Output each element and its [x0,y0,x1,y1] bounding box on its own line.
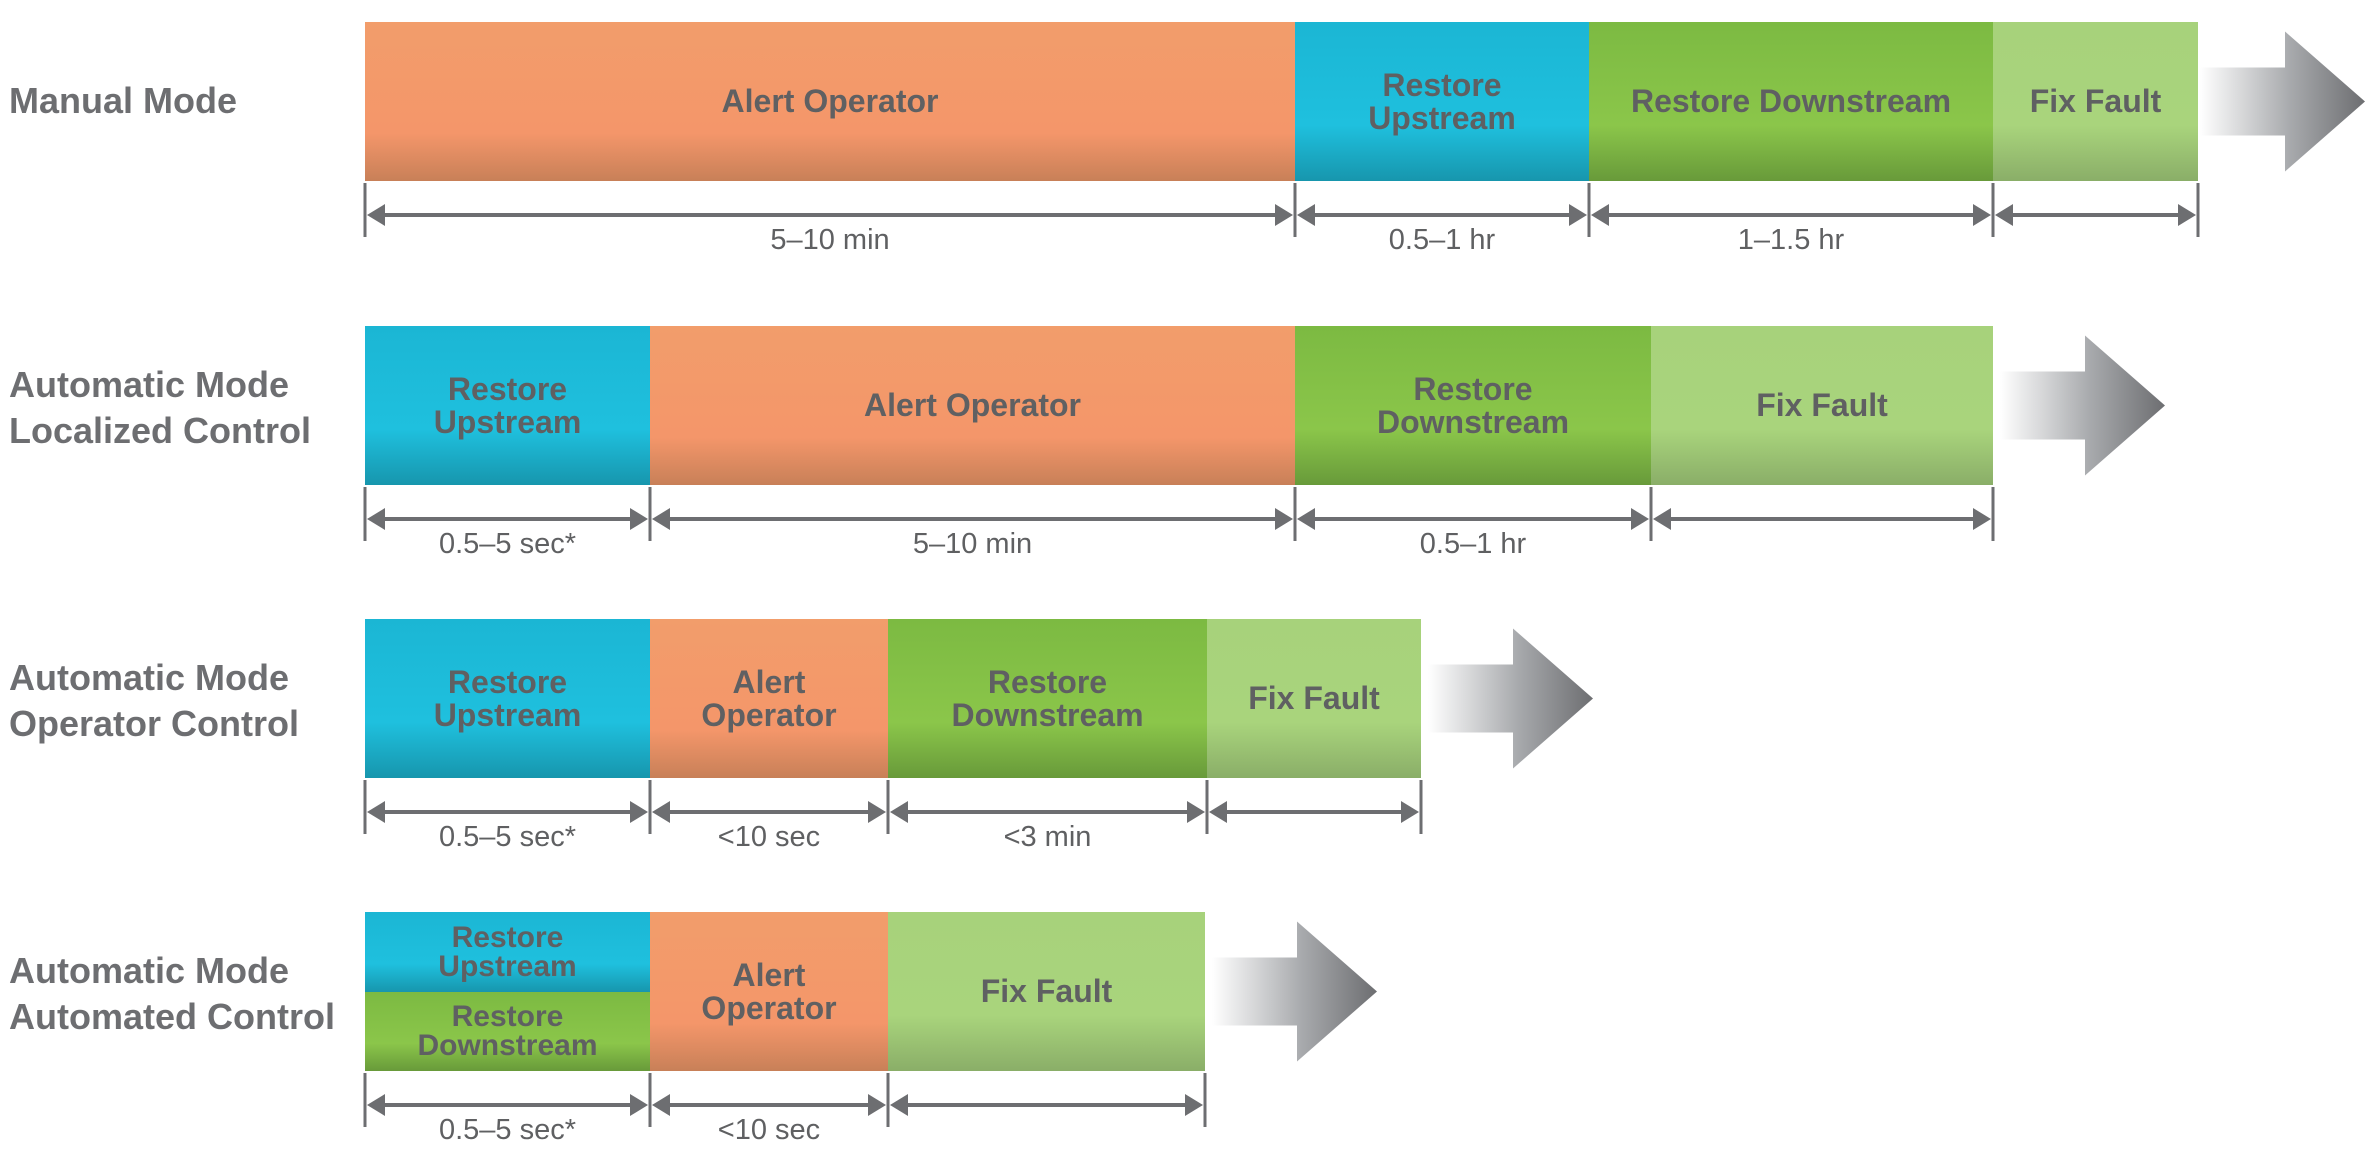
alert-operator-block: Alert Operator [365,22,1295,181]
duration-label: <3 min [1003,821,1092,853]
duration-label: 5–10 min [770,224,890,256]
restore-upstream-block: Restore Upstream [1295,22,1589,181]
mode-label-line: Automated Control [9,996,335,1037]
dimension-arrow [367,1094,648,1116]
mode-label-line: Automatic Mode [9,950,290,991]
restore-downstream-block: Restore Downstream [365,991,650,1071]
dimension-arrow [652,1094,886,1116]
dimension-arrow [1995,204,2196,226]
dimension-arrow [652,508,1293,530]
mode-label-line: Manual Mode [9,80,238,121]
mode-label: Manual Mode [9,78,349,124]
mode-label-line: Automatic Mode [9,364,290,405]
progress-arrow-icon [2000,335,2165,476]
restore-downstream-block: Restore Downstream [1295,326,1651,485]
duration-label: 0.5–1 hr [1419,528,1527,560]
dimension-arrow [890,1094,1203,1116]
fix-fault-block: Fix Fault [1993,22,2198,181]
duration-label: 0.5–5 sec* [438,821,577,853]
alert-operator-block: Alert Operator [650,912,888,1071]
mode-label-line: Operator Control [9,703,300,744]
restore-downstream-block: Restore Downstream [888,619,1207,778]
dimension-arrow [1297,508,1649,530]
alert-operator-block: Alert Operator [650,619,888,778]
duration-label: 0.5–5 sec* [438,1114,577,1146]
duration-label: 5–10 min [912,528,1033,560]
progress-arrow-icon [1428,628,1593,769]
mode-label-line: Automatic Mode [9,657,290,698]
alert-operator-block: Alert Operator [650,326,1295,485]
duration-label: 0.5–1 hr [1388,224,1496,256]
duration-label: <10 sec [717,1114,821,1146]
fix-fault-block: Fix Fault [1207,619,1421,778]
dimension-arrow [1591,204,1991,226]
duration-label: <10 sec [717,821,821,853]
restore-upstream-block: Restore Upstream [365,326,650,485]
progress-arrow-icon [1212,921,1377,1062]
dimension-arrow [1209,801,1419,823]
duration-label: 0.5–5 sec* [438,528,577,560]
dimension-arrow [367,204,1293,226]
dimension-arrow [1653,508,1991,530]
dimension-arrow [367,508,648,530]
fix-fault-block: Fix Fault [1651,326,1993,485]
duration-label: 1–1.5 hr [1737,224,1845,256]
mode-label-line: Localized Control [9,410,312,451]
restore-downstream-block: Restore Downstream [1589,22,1993,181]
dimension-arrow [1297,204,1587,226]
dimension-arrow [367,801,648,823]
dimension-arrow [652,801,886,823]
dimension-arrow [890,801,1205,823]
progress-arrow-icon [2200,31,2365,172]
restore-upstream-block: Restore Upstream [365,619,650,778]
fix-fault-block: Fix Fault [888,912,1205,1071]
restore-upstream-block: Restore Upstream [365,912,650,992]
